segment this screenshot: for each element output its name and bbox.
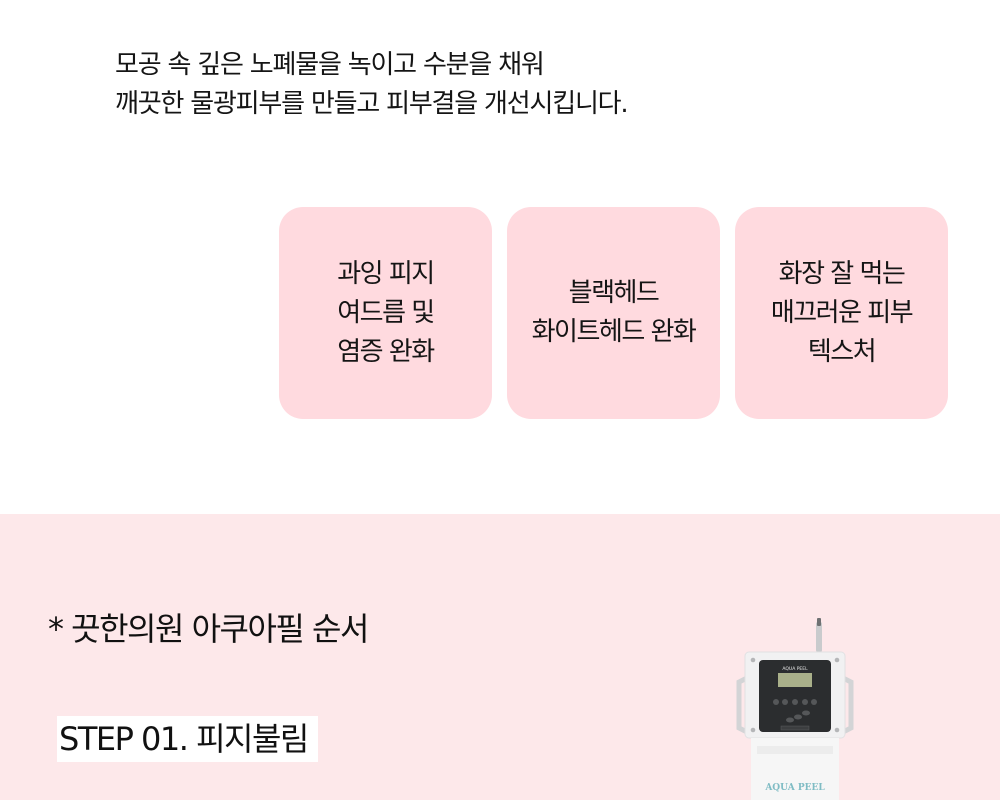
procedure-title: * 끗한의원 아쿠아필 순서 xyxy=(48,610,369,648)
benefit-cards: 과잉 피지 여드름 및 염증 완화 블랙헤드 화이트헤드 완화 화장 잘 먹는 … xyxy=(279,207,948,419)
benefit-card-line: 여드름 및 xyxy=(337,297,435,328)
benefit-card-line: 화장 잘 먹는 xyxy=(778,258,906,289)
benefit-card-sebum: 과잉 피지 여드름 및 염증 완화 xyxy=(279,207,492,419)
benefit-card-texture: 화장 잘 먹는 매끄러운 피부 텍스처 xyxy=(735,207,948,419)
benefit-card-line: 과잉 피지 xyxy=(337,258,435,289)
device-body-brand: AQUA PEEL xyxy=(764,783,825,793)
device-panel-brand: AQUA PEEL xyxy=(782,666,808,672)
intro-line-2: 깨끗한 물광피부를 만들고 피부결을 개선시킵니다. xyxy=(115,89,629,119)
aqua-peel-device-image: AQUA PEEL AQUA PEEL xyxy=(736,618,854,800)
step-label: STEP 01. 피지불림 xyxy=(57,716,318,762)
intro-text: 모공 속 깊은 노폐물을 녹이고 수분을 채워 깨끗한 물광피부를 만들고 피부… xyxy=(115,46,629,124)
benefit-card-blackhead: 블랙헤드 화이트헤드 완화 xyxy=(507,207,720,419)
benefit-card-line: 매끄러운 피부 xyxy=(770,297,914,328)
benefit-card-line: 텍스처 xyxy=(807,336,877,367)
benefit-card-line: 화이트헤드 완화 xyxy=(531,317,697,347)
benefit-card-line: 블랙헤드 xyxy=(568,278,660,308)
procedure-section: * 끗한의원 아쿠아필 순서 STEP 01. 피지불림 AQUA PEEL A… xyxy=(0,514,1000,800)
intro-line-1: 모공 속 깊은 노폐물을 녹이고 수분을 채워 xyxy=(115,50,545,80)
benefit-card-line: 염증 완화 xyxy=(337,336,435,367)
